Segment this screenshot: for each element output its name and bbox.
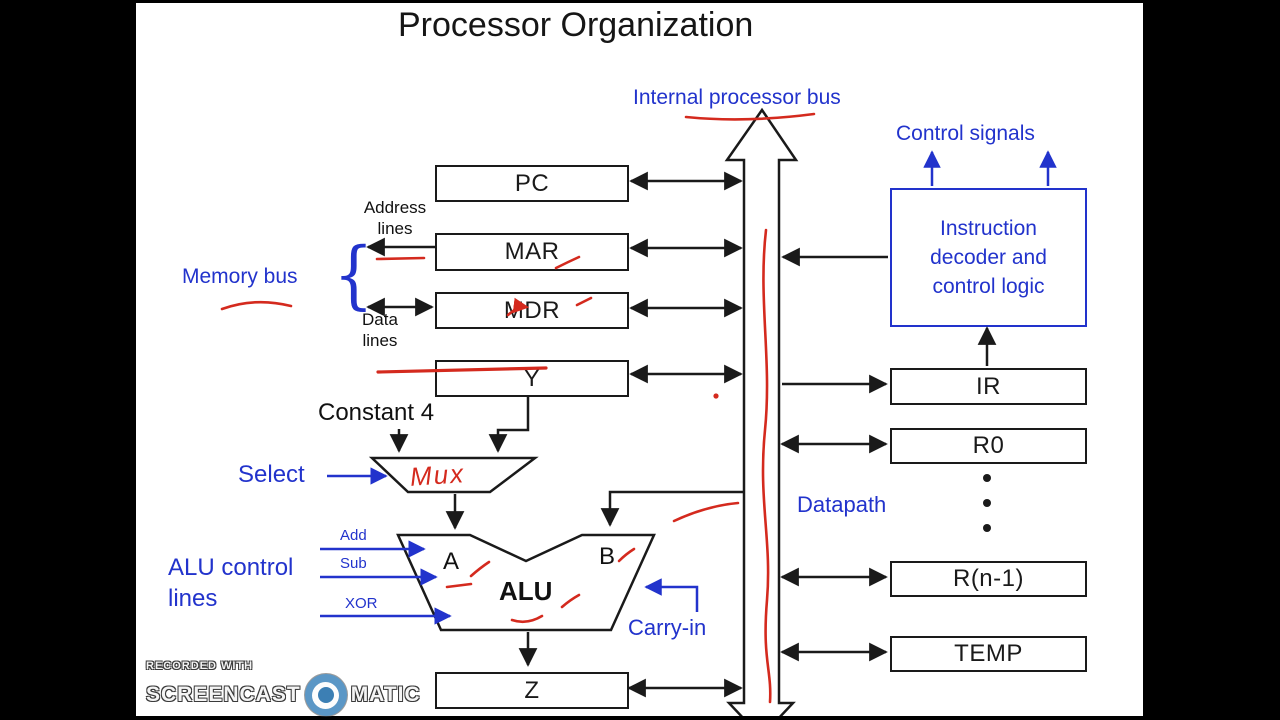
constant-4-label: Constant 4: [318, 399, 435, 426]
register-rn1: R(n-1): [890, 561, 1087, 597]
register-pc: PC: [435, 165, 629, 202]
control-signals-label: Control signals: [896, 122, 1035, 145]
screencast-watermark: RECORDED WITH SCREENCAST MATIC: [146, 660, 421, 716]
alu-input-a-label: A: [443, 548, 460, 575]
alu-control-word2: lines: [168, 585, 218, 612]
address-lines-word1: Address: [363, 198, 427, 217]
carry-in-label: Carry-in: [628, 615, 707, 640]
decoder-line2: decoder and: [930, 246, 1047, 269]
screencast-o-matic-logo-icon: [304, 674, 347, 716]
alu-input-b-label: B: [599, 543, 616, 570]
watermark-recorded-with: RECORDED WITH: [146, 660, 254, 672]
memory-bus-brace: {: [333, 232, 374, 318]
register-ir: IR: [890, 368, 1087, 405]
alu-op-add-label: Add: [340, 527, 367, 544]
alu-label: ALU: [499, 576, 553, 606]
instruction-decoder-box: Instruction decoder and control logic: [890, 188, 1087, 327]
register-mdr-label: MDR: [503, 296, 561, 324]
logo-ring: [312, 681, 340, 709]
address-lines-word2: lines: [377, 219, 413, 238]
alu-op-sub-label: Sub: [340, 555, 367, 572]
register-mar-label: MAR: [504, 238, 560, 265]
datapath-label: Datapath: [797, 492, 887, 517]
register-ir-label: IR: [976, 372, 1001, 400]
memory-bus-label: Memory bus: [182, 265, 298, 288]
register-temp: TEMP: [890, 636, 1087, 672]
register-pc-label: PC: [514, 169, 550, 197]
decoder-line3: control logic: [932, 275, 1045, 298]
register-z-label: Z: [524, 676, 540, 704]
register-y: Y: [435, 360, 629, 397]
data-lines-word1: Data: [362, 310, 398, 329]
watermark-matic-text: MATIC: [350, 683, 421, 706]
page-title: Processor Organization: [398, 6, 754, 44]
register-mar: MAR: [435, 233, 629, 271]
address-lines-label: Address lines: [350, 197, 440, 239]
register-rn1-label: R(n-1): [952, 565, 1024, 592]
watermark-brand: SCREENCAST MATIC: [146, 674, 421, 716]
decoder-line1: Instruction: [940, 217, 1037, 240]
letterbox-top: [0, 0, 1280, 3]
register-z: Z: [435, 672, 629, 709]
select-label: Select: [238, 461, 305, 488]
register-y-label: Y: [523, 364, 541, 392]
register-r0-label: R0: [972, 432, 1005, 459]
data-lines-word2: lines: [362, 331, 398, 350]
data-lines-label: Data lines: [362, 309, 398, 351]
logo-dot: [317, 687, 334, 703]
register-mdr: MDR: [435, 292, 629, 329]
letterbox-bottom: [0, 716, 1280, 720]
watermark-screencast-text: SCREENCAST: [146, 683, 301, 706]
alu-control-lines-label: ALU control lines: [168, 552, 293, 614]
register-r0: R0: [890, 428, 1087, 464]
letterbox-right: [1143, 0, 1280, 720]
mux-handwritten-annotation: Mux: [408, 458, 467, 492]
alu-op-xor-label: XOR: [345, 595, 378, 612]
internal-processor-bus-label: Internal processor bus: [633, 86, 841, 109]
letterbox-left: [0, 0, 136, 720]
alu-control-word1: ALU control: [168, 554, 294, 581]
register-temp-label: TEMP: [954, 640, 1023, 667]
